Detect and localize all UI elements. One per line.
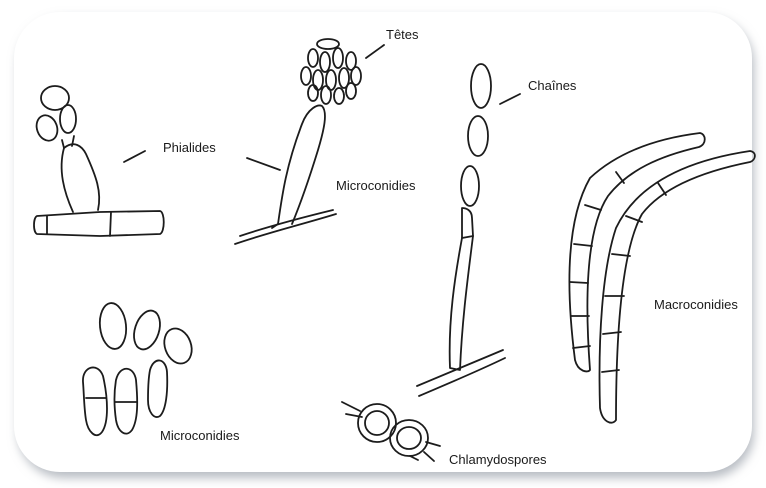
- label-tetes: Têtes: [386, 28, 419, 41]
- label-macroconidies: Macroconidies: [654, 298, 738, 311]
- label-chlamydospores: Chlamydospores: [449, 453, 547, 466]
- label-microconidies-bottom: Microconidies: [160, 429, 239, 442]
- label-chaines: Chaînes: [528, 79, 576, 92]
- card-background: [14, 12, 752, 472]
- label-phialides: Phialides: [163, 141, 216, 154]
- label-microconidies-top: Microconidies: [336, 179, 415, 192]
